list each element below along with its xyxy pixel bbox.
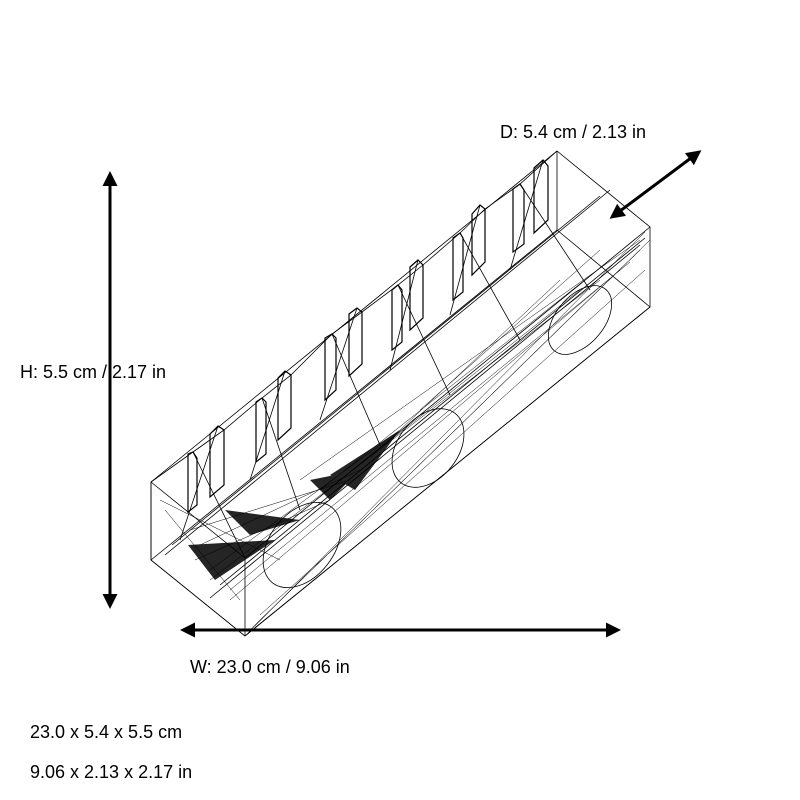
height-label: H: 5.5 cm / 2.17 in — [20, 362, 167, 382]
width-label: W: 23.0 cm / 9.06 in — [190, 657, 350, 677]
summary-imperial: 9.06 x 2.13 x 2.17 in — [30, 762, 193, 782]
summary-metric: 23.0 x 5.4 x 5.5 cm — [30, 722, 183, 742]
depth-label: D: 5.4 cm / 2.13 in — [500, 122, 647, 142]
depth-arrow — [609, 150, 702, 219]
wireframe-model — [150, 150, 651, 637]
